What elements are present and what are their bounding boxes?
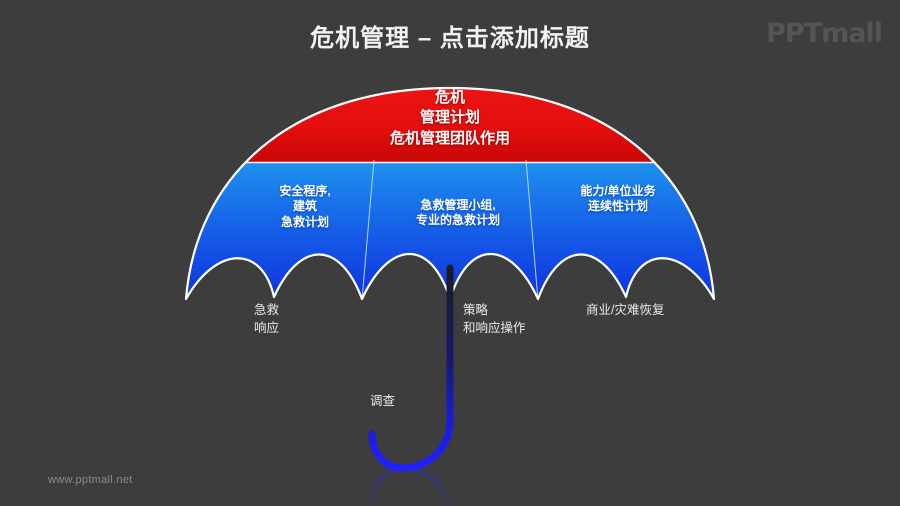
handle-reflection <box>369 464 453 506</box>
footer-url: www.pptmall.net <box>48 474 133 486</box>
panel-seam-left <box>361 159 375 299</box>
pptmall-logo: PPTmall <box>766 18 883 49</box>
panel-seam-right <box>525 159 539 299</box>
umbrella-handle <box>368 264 454 472</box>
canopy-outline <box>184 86 716 301</box>
page-title: 危机管理 – 点击添加标题 <box>310 25 590 52</box>
canopy-red-band <box>186 88 714 162</box>
